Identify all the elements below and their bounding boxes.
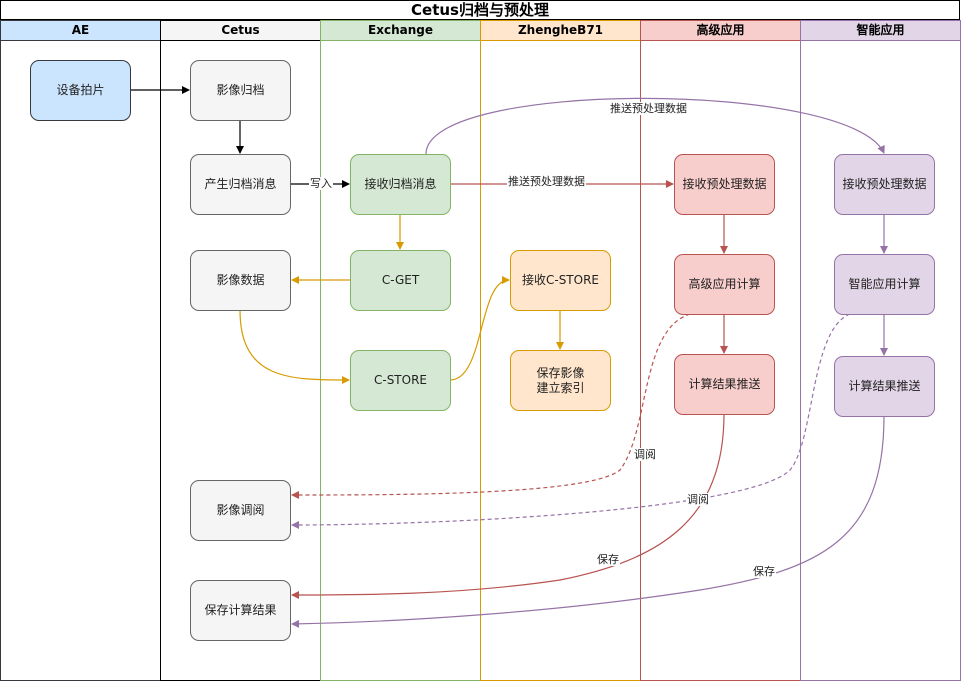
edge-label-retrieve-adv: 调阅 bbox=[633, 448, 657, 461]
node-receive-archive-message[interactable]: 接收归档消息 bbox=[350, 154, 451, 215]
node-adv-compute[interactable]: 高级应用计算 bbox=[674, 254, 775, 315]
node-ai-push[interactable]: 计算结果推送 bbox=[834, 356, 935, 417]
edge-adv-save bbox=[291, 413, 725, 599]
node-cstore[interactable]: C-STORE bbox=[350, 350, 451, 411]
edge-label-save-ai: 保存 bbox=[752, 565, 776, 578]
node-device-capture[interactable]: 设备拍片 bbox=[30, 60, 131, 121]
edge-image-data-to-cstore bbox=[239, 309, 350, 384]
node-image-data[interactable]: 影像数据 bbox=[190, 250, 291, 311]
lane-header-ae: AE bbox=[1, 21, 160, 41]
node-archive-message[interactable]: 产生归档消息 bbox=[190, 154, 291, 215]
node-ai-receive[interactable]: 接收预处理数据 bbox=[834, 154, 935, 215]
edge-ai-save bbox=[291, 415, 885, 628]
lane-header-advanced: 高级应用 bbox=[641, 21, 800, 41]
node-adv-receive[interactable]: 接收预处理数据 bbox=[674, 154, 775, 215]
node-image-archive[interactable]: 影像归档 bbox=[190, 60, 291, 121]
edge-label-write: 写入 bbox=[309, 177, 333, 190]
diagram-title: Cetus归档与预处理 bbox=[0, 0, 960, 20]
node-image-retrieve[interactable]: 影像调阅 bbox=[190, 480, 291, 541]
edge-label-push-ai: 推送预处理数据 bbox=[609, 102, 688, 115]
node-cget[interactable]: C-GET bbox=[350, 250, 451, 311]
edge-label-retrieve-ai: 调阅 bbox=[686, 493, 710, 506]
edge-ai-retrieve bbox=[291, 313, 851, 529]
lane-header-zhenghe: ZhengheB71 bbox=[481, 21, 640, 41]
node-ai-compute[interactable]: 智能应用计算 bbox=[834, 254, 935, 315]
lane-header-cetus: Cetus bbox=[161, 21, 320, 41]
node-adv-push[interactable]: 计算结果推送 bbox=[674, 354, 775, 415]
edge-adv-retrieve bbox=[291, 313, 691, 499]
edge-exchange-to-ai bbox=[425, 97, 885, 155]
edge-label-save-adv: 保存 bbox=[596, 553, 620, 566]
node-receive-cstore[interactable]: 接收C-STORE bbox=[510, 250, 611, 311]
lane-header-ai: 智能应用 bbox=[801, 21, 960, 41]
edge-cstore-to-zhenghe bbox=[449, 276, 510, 381]
node-save-index[interactable]: 保存影像 建立索引 bbox=[510, 350, 611, 411]
node-save-results[interactable]: 保存计算结果 bbox=[190, 580, 291, 641]
lane-header-exchange: Exchange bbox=[321, 21, 480, 41]
edge-label-push-adv: 推送预处理数据 bbox=[507, 175, 586, 188]
